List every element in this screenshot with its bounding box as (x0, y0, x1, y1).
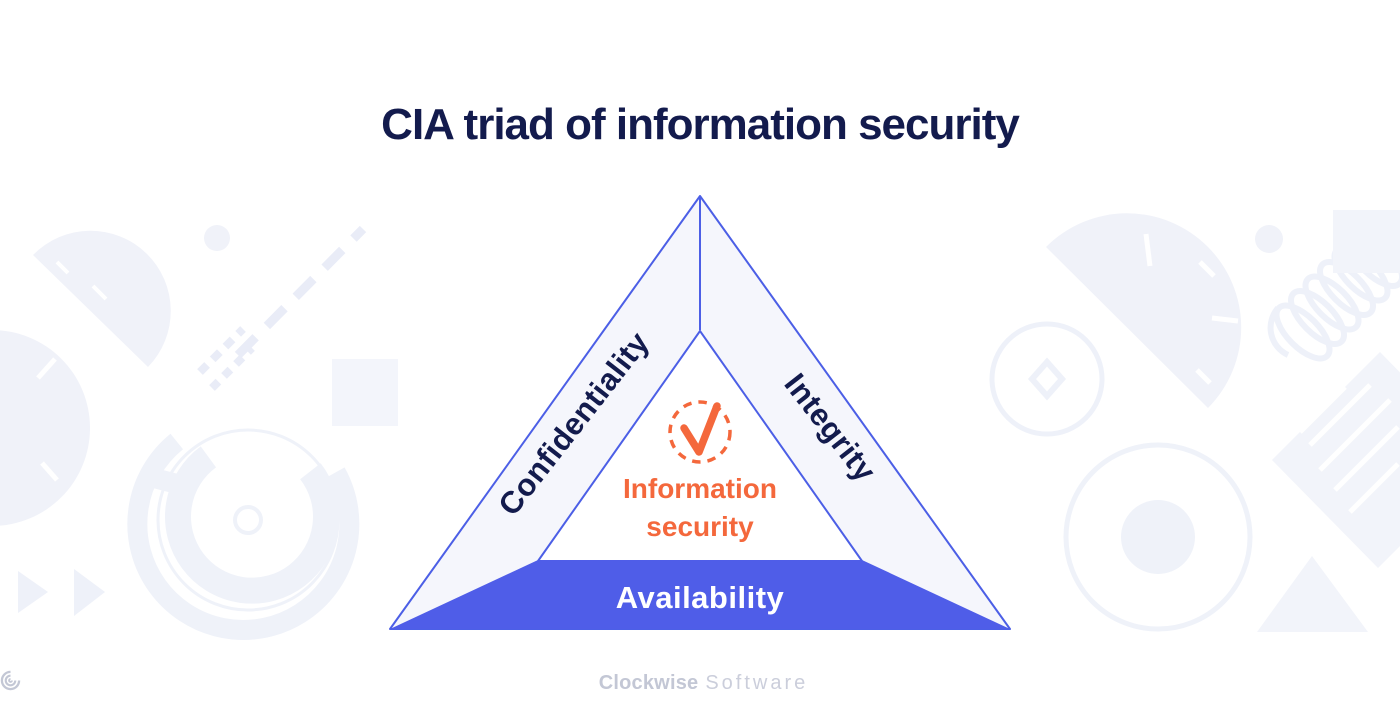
clock-icon-left (0, 330, 90, 526)
availability-band (390, 560, 1010, 629)
half-disc-icon-left (33, 230, 171, 367)
check-icon (668, 400, 732, 464)
square-shape-right (1333, 210, 1400, 273)
triangle-shape-bottom-right (1257, 556, 1368, 632)
play-triangles-icon (18, 569, 105, 616)
hatched-diamond-icon-right (1272, 352, 1400, 568)
inner-triangle-outline (537, 329, 863, 562)
brand-name-bold: Clockwise (598, 671, 699, 694)
circle-diamond-icon-right (989, 321, 1105, 437)
information-security-label-line1: Information (623, 473, 777, 504)
dot-shape-left (204, 225, 230, 251)
brand-name-light: Software (705, 671, 809, 694)
footer-brand: Clockwise Software (0, 670, 1400, 696)
dot-shape-right (1255, 225, 1283, 253)
half-disc-icon-right (1046, 213, 1242, 408)
donut-icon-right (1063, 442, 1253, 632)
dash-ruler-icon-left (197, 225, 367, 391)
availability-label: Availability (616, 580, 785, 615)
page-title: CIA triad of information security (381, 100, 1020, 149)
square-shape-left (332, 359, 398, 426)
information-security-label-line2: security (646, 511, 754, 542)
broken-disc-icon-left (127, 428, 360, 640)
